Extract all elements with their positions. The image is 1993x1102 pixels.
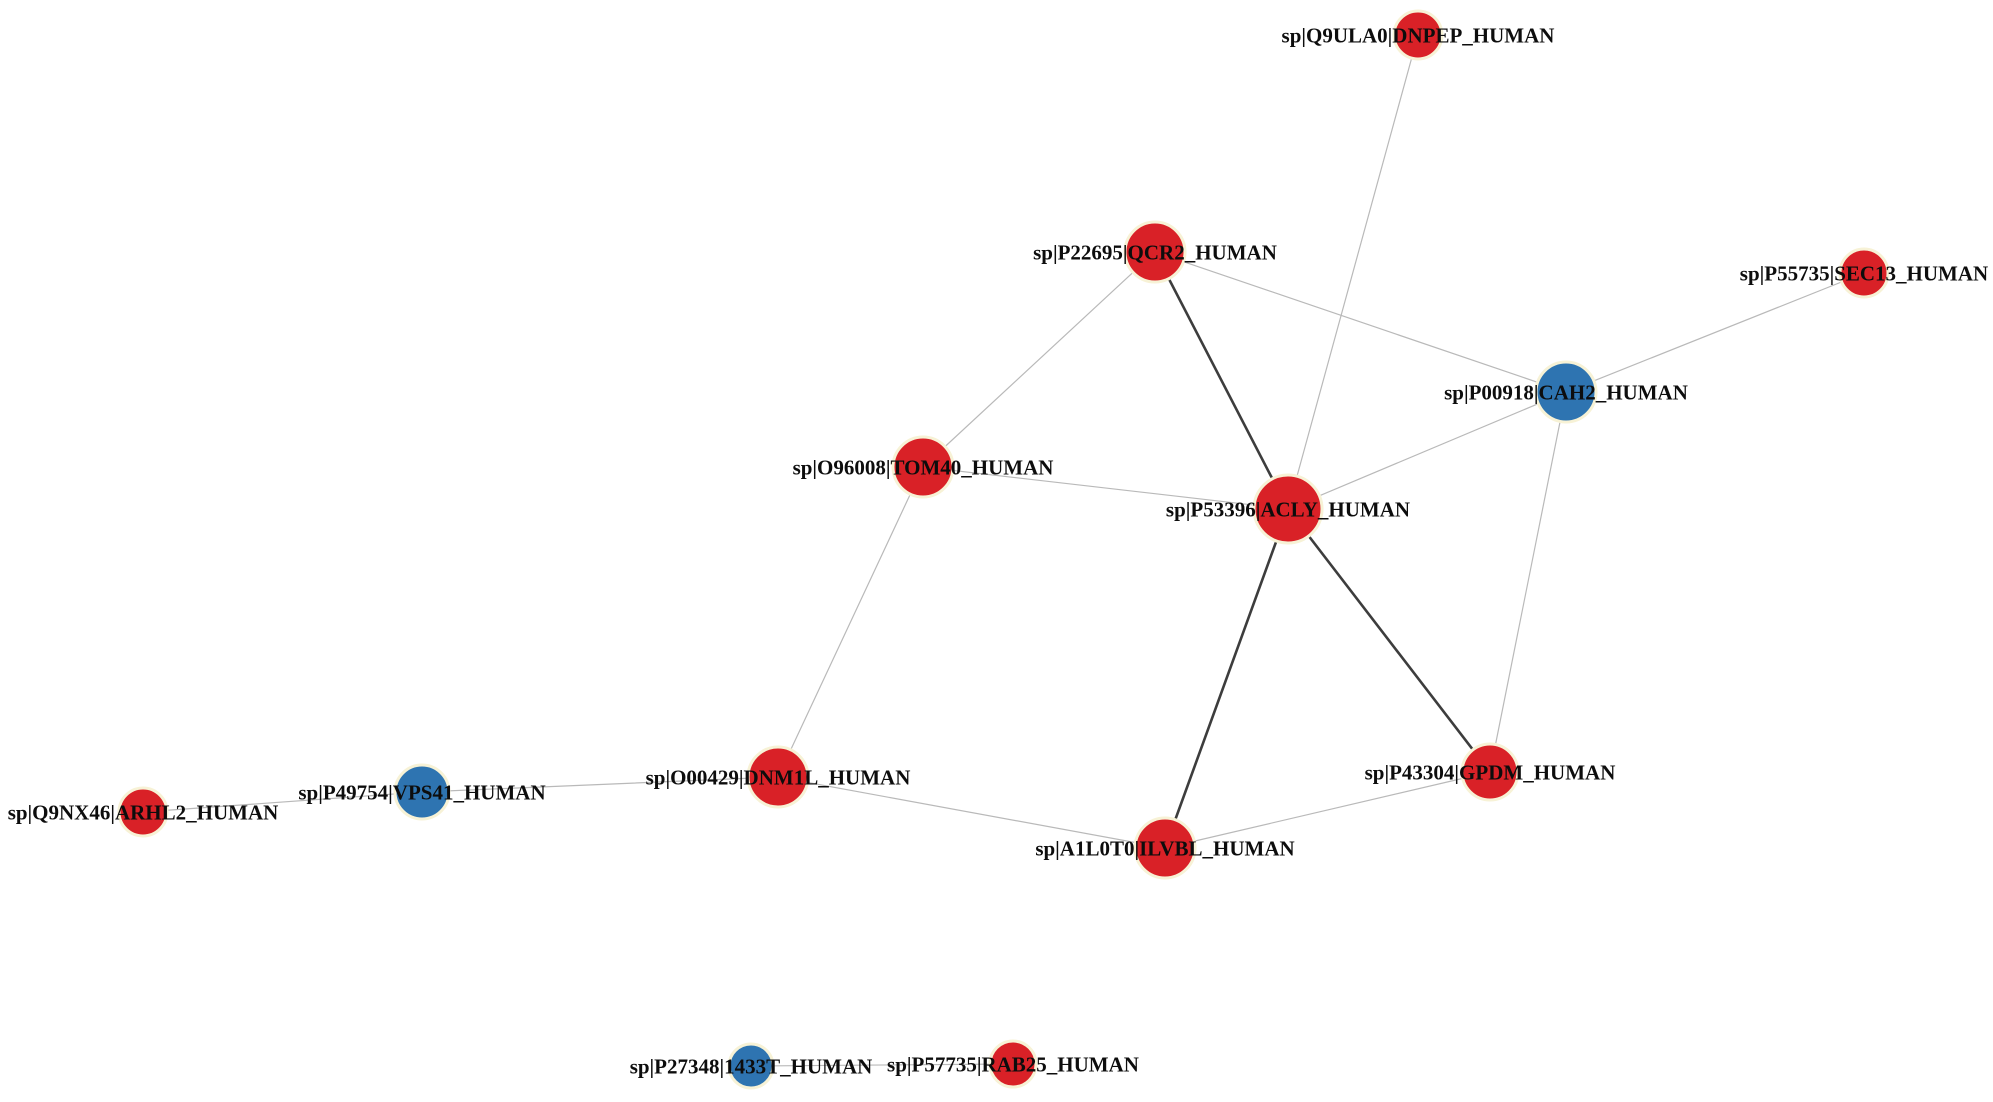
nodes-layer (117, 9, 1890, 1090)
node-label-CAH2: sp|P00918|CAH2_HUMAN (1444, 380, 1688, 404)
edges-layer (142, 34, 1865, 1067)
edge-QCR2-CAH2[interactable] (1154, 251, 1567, 393)
edge-QCR2-ACLY[interactable] (1153, 250, 1290, 511)
node-label-DNM1L: sp|O00429|DNM1L_HUMAN (646, 765, 911, 789)
node-label-DNPEP: sp|Q9ULA0|DNPEP_HUMAN (1282, 23, 1555, 47)
node-CAH2[interactable] (1534, 360, 1598, 424)
node-label-ILVBL: sp|A1L0T0|ILVBL_HUMAN (1035, 836, 1294, 860)
edge-CAH2-ACLY[interactable] (1287, 391, 1567, 510)
edge-QCR2-TOM40[interactable] (922, 251, 1156, 468)
node-label-ACLY: sp|P53396|ACLY_HUMAN (1166, 497, 1410, 521)
node-label-SEC13: sp|P55735|SEC13_HUMAN (1740, 261, 1988, 285)
node-label-1433T: sp|P27348|1433T_HUMAN (630, 1054, 873, 1078)
node-RAB25[interactable] (988, 1039, 1038, 1089)
edge-ACLY-GPDM[interactable] (1286, 507, 1492, 774)
node-QCR2[interactable] (1123, 220, 1187, 284)
node-DNPEP[interactable] (1392, 9, 1444, 61)
edge-DNM1L-ILVBL[interactable] (777, 776, 1166, 849)
node-label-QCR2: sp|P22695|QCR2_HUMAN (1033, 240, 1277, 264)
node-ILVBL[interactable] (1133, 816, 1197, 880)
edge-TOM40-DNM1L[interactable] (777, 466, 924, 778)
node-label-GPDM: sp|P43304|GPDM_HUMAN (1365, 760, 1616, 784)
node-label-ARHL2: sp|Q9NX46|ARHL2_HUMAN (8, 800, 279, 824)
node-1433T[interactable] (727, 1042, 775, 1090)
edge-ACLY-ILVBL[interactable] (1163, 507, 1290, 850)
node-GPDM[interactable] (1460, 742, 1520, 802)
labels-layer: sp|Q9ULA0|DNPEP_HUMAN sp|P22695|QCR2_HUMA… (8, 23, 1989, 1078)
node-ARHL2[interactable] (117, 786, 169, 838)
node-label-TOM40: sp|O96008|TOM40_HUMAN (793, 455, 1054, 479)
edge-CAH2-GPDM[interactable] (1489, 391, 1567, 773)
edge-1433T-RAB25[interactable] (750, 1063, 1014, 1067)
node-label-RAB25: sp|P57735|RAB25_HUMAN (887, 1052, 1139, 1076)
node-SEC13[interactable] (1838, 247, 1890, 299)
edge-VPS41-ARHL2[interactable] (142, 791, 423, 813)
edge-TOM40-ACLY[interactable] (922, 466, 1289, 510)
node-ACLY[interactable] (1252, 473, 1324, 545)
node-TOM40[interactable] (891, 435, 955, 499)
node-DNM1L[interactable] (746, 745, 810, 809)
node-VPS41[interactable] (393, 763, 451, 821)
edge-DNM1L-VPS41[interactable] (421, 776, 779, 793)
node-label-VPS41: sp|P49754|VPS41_HUMAN (298, 780, 545, 804)
edge-DNPEP-ACLY[interactable] (1287, 34, 1419, 510)
edge-SEC13-CAH2[interactable] (1565, 272, 1865, 393)
edge-ILVBL-GPDM[interactable] (1164, 771, 1491, 849)
